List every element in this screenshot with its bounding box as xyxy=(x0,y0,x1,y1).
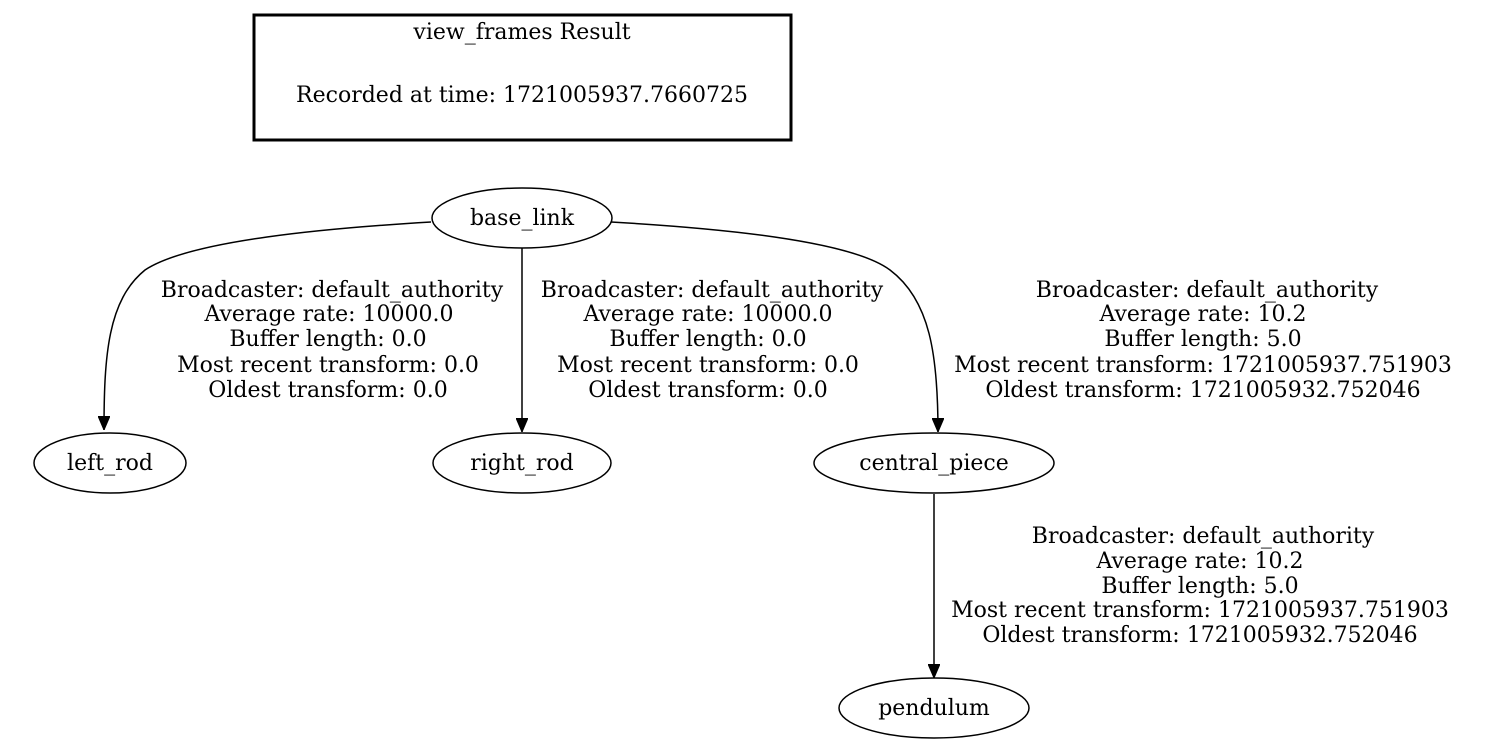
node-left-rod: left_rod xyxy=(33,432,187,494)
edge-label-buffer-length: Buffer length: 5.0 xyxy=(1104,327,1301,352)
edge-label-buffer-length: Buffer length: 5.0 xyxy=(1101,574,1298,599)
edge-label-most-recent: Most recent transform: 1721005937.751903 xyxy=(954,353,1452,378)
node-pendulum-label: pendulum xyxy=(878,696,990,721)
node-base-link: base_link xyxy=(431,187,613,249)
edge-base-link-central-piece xyxy=(610,221,938,432)
node-right-rod-label: right_rod xyxy=(470,451,574,476)
edge-label-base-link-central-piece: Broadcaster: default_authority Average r… xyxy=(954,278,1452,403)
edge-label-broadcaster: Broadcaster: default_authority xyxy=(1032,524,1375,549)
edge-label-broadcaster: Broadcaster: default_authority xyxy=(161,278,504,303)
edge-label-buffer-length: Buffer length: 0.0 xyxy=(609,327,806,352)
title-text: view_frames Result xyxy=(412,20,630,45)
node-central-piece: central_piece xyxy=(813,432,1055,494)
node-left-rod-label: left_rod xyxy=(67,451,153,476)
edge-label-oldest: Oldest transform: 1721005932.752046 xyxy=(982,623,1417,648)
node-central-piece-label: central_piece xyxy=(859,451,1009,476)
title-box: view_frames Result Recorded at time: 172… xyxy=(252,13,793,142)
edge-label-average-rate: Average rate: 10000.0 xyxy=(582,302,832,327)
edge-label-most-recent: Most recent transform: 0.0 xyxy=(557,353,859,378)
edge-base-link-left-rod xyxy=(104,221,432,430)
edge-label-buffer-length: Buffer length: 0.0 xyxy=(229,327,426,352)
edge-label-base-link-right-rod: Broadcaster: default_authority Average r… xyxy=(541,278,884,403)
edge-label-central-piece-pendulum: Broadcaster: default_authority Average r… xyxy=(951,524,1449,648)
recorded-time-text: Recorded at time: 1721005937.7660725 xyxy=(296,83,748,108)
node-base-link-label: base_link xyxy=(470,206,575,231)
edge-label-oldest: Oldest transform: 1721005932.752046 xyxy=(985,378,1420,403)
edge-label-average-rate: Average rate: 10.2 xyxy=(1095,549,1303,574)
edge-label-base-link-left-rod: Broadcaster: default_authority Average r… xyxy=(161,278,504,403)
edge-label-oldest: Oldest transform: 0.0 xyxy=(208,378,447,403)
edge-label-average-rate: Average rate: 10.2 xyxy=(1098,302,1306,327)
edge-label-broadcaster: Broadcaster: default_authority xyxy=(1036,278,1379,303)
edge-label-oldest: Oldest transform: 0.0 xyxy=(588,378,827,403)
edge-label-average-rate: Average rate: 10000.0 xyxy=(203,302,453,327)
node-right-rod: right_rod xyxy=(432,432,612,494)
node-pendulum: pendulum xyxy=(838,677,1030,739)
edge-label-broadcaster: Broadcaster: default_authority xyxy=(541,278,884,303)
edge-label-most-recent: Most recent transform: 0.0 xyxy=(177,353,479,378)
edge-label-most-recent: Most recent transform: 1721005937.751903 xyxy=(951,598,1449,623)
